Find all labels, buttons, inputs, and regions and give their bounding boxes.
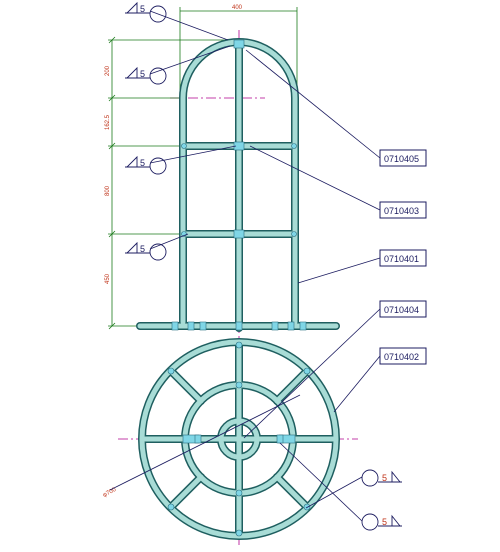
- weld-symbols-plan: 5 5: [361, 469, 402, 531]
- dim-segment-2: 162.5: [105, 114, 111, 130]
- svg-text:5: 5: [140, 4, 145, 14]
- plan-view: [138, 338, 340, 540]
- part-tag-0710405: 0710405: [379, 149, 427, 167]
- dim-diameter: φ700: [102, 487, 118, 499]
- dim-arc-height: 200: [105, 65, 111, 76]
- svg-text:5: 5: [140, 158, 145, 168]
- part-tags: 0710405 0710403 0710401 0710404 0710402: [379, 149, 427, 365]
- dim-segment-3: 800: [105, 185, 111, 196]
- svg-text:5: 5: [140, 244, 145, 254]
- weld-symbol-1: 5: [125, 1, 167, 23]
- weld-symbol-2: 5: [125, 66, 167, 85]
- part-tag-0710401: 0710401: [379, 249, 427, 267]
- weld-symbols-elevation: 5 5 5 5: [125, 1, 167, 261]
- weld-symbol-3: 5: [125, 155, 167, 175]
- svg-text:0710402: 0710402: [384, 352, 419, 362]
- svg-text:5: 5: [140, 69, 145, 79]
- leader-lines: [109, 10, 381, 522]
- svg-text:0710403: 0710403: [384, 206, 419, 216]
- part-tag-0710404: 0710404: [379, 300, 427, 318]
- part-tag-0710403: 0710403: [379, 201, 427, 219]
- elevation-view: [136, 38, 340, 332]
- dimension-lines: [108, 7, 298, 330]
- svg-text:5: 5: [382, 517, 387, 527]
- part-tag-0710402: 0710402: [379, 347, 427, 365]
- weld-symbol-4: 5: [125, 241, 167, 261]
- svg-text:0710404: 0710404: [384, 305, 419, 315]
- dim-segment-4: 450: [105, 273, 111, 284]
- dim-top-width: 400: [232, 5, 243, 11]
- dimension-texts: 400 200 162.5 800 450 φ700: [102, 5, 243, 499]
- svg-text:0710405: 0710405: [384, 154, 419, 164]
- svg-text:0710401: 0710401: [384, 254, 419, 264]
- weld-symbol-5: 5: [361, 469, 402, 487]
- svg-text:5: 5: [382, 473, 387, 483]
- weld-symbol-6: 5: [361, 513, 402, 531]
